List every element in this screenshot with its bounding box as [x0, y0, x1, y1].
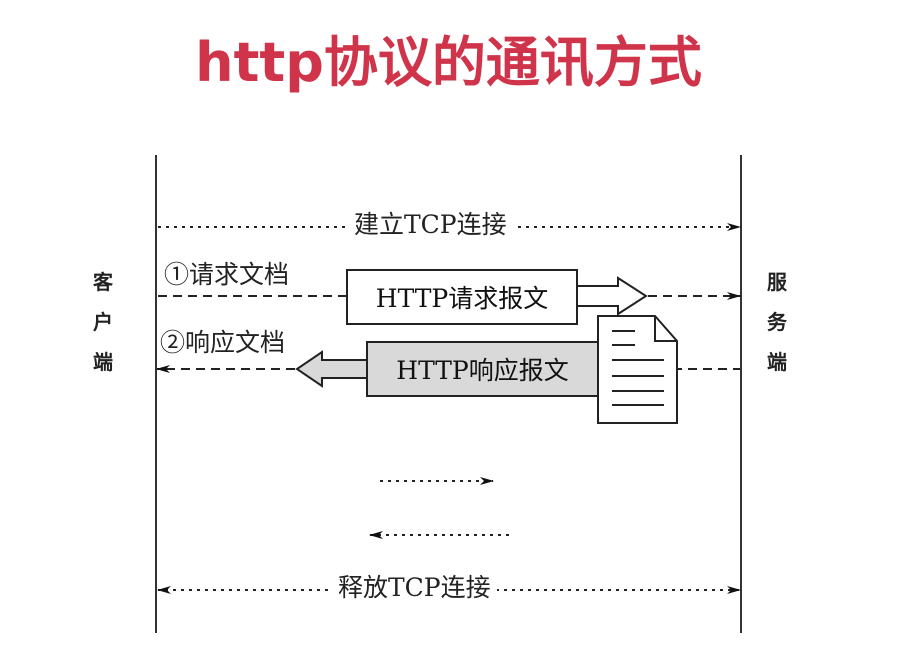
- page-title: http协议的通讯方式: [195, 31, 702, 94]
- request-document-label: ①请求文档: [164, 260, 290, 289]
- http-response-message-text: HTTP响应报文: [396, 356, 569, 385]
- server-label: 服 务 端: [767, 270, 787, 374]
- document-icon: [597, 315, 678, 424]
- response-document-label: ②响应文档: [160, 328, 286, 357]
- client-lifeline: [155, 155, 157, 633]
- request-hollow-arrow: [577, 276, 648, 316]
- client-label: 客 户 端: [93, 270, 113, 374]
- http-request-message-text: HTTP请求报文: [375, 284, 549, 313]
- server-lifeline: [740, 155, 742, 633]
- http-request-message-box: HTTP请求报文: [346, 269, 578, 325]
- response-hollow-arrow: [295, 350, 367, 388]
- establish-tcp-label: 建立TCP连接: [348, 212, 513, 237]
- http-response-message-box: HTTP响应报文: [366, 341, 599, 397]
- release-tcp-label: 释放TCP连接: [332, 575, 497, 600]
